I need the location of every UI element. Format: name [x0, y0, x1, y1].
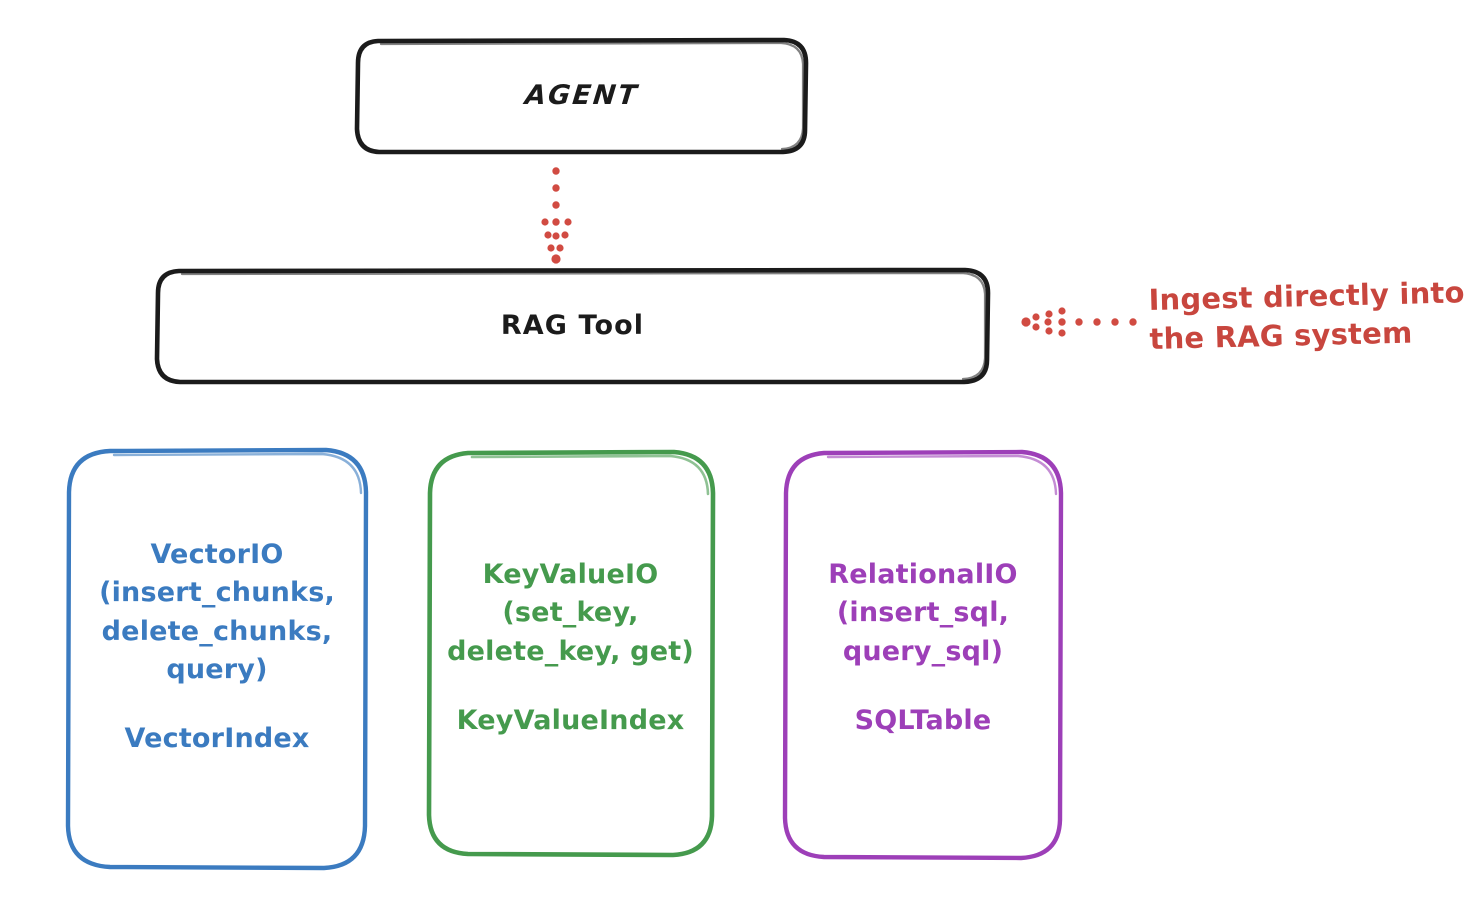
rag-tool-node-label: RAG Tool: [500, 309, 645, 341]
agent-node[interactable]: AGENT: [357, 40, 806, 152]
rag-tool-node[interactable]: RAG Tool: [157, 270, 988, 382]
relational-io-api-label: RelationalIO (insert_sql, query_sql): [828, 559, 1018, 667]
vector-index-label: VectorIndex: [124, 723, 310, 755]
connector-ingest-to-rag-tool: [1021, 307, 1137, 337]
connector-agent-to-rag-tool: [541, 167, 572, 264]
ingest-annotation-text: Ingest directly into the RAG system: [1148, 275, 1466, 356]
vector-io-api-label: VectorIO (insert_chunks, delete_chunks, …: [99, 539, 335, 685]
sql-table-label: SQLTable: [854, 704, 992, 736]
key-value-io-api-label: KeyValueIO (set_key, delete_key, get): [447, 559, 694, 667]
vector-io-node[interactable]: VectorIO (insert_chunks, delete_chunks, …: [68, 450, 366, 868]
key-value-index-label: KeyValueIndex: [456, 704, 685, 736]
agent-node-label: AGENT: [523, 79, 640, 111]
key-value-io-node[interactable]: KeyValueIO (set_key, delete_key, get) Ke…: [428, 452, 713, 855]
relational-io-node[interactable]: RelationalIO (insert_sql, query_sql) SQL…: [785, 452, 1061, 858]
